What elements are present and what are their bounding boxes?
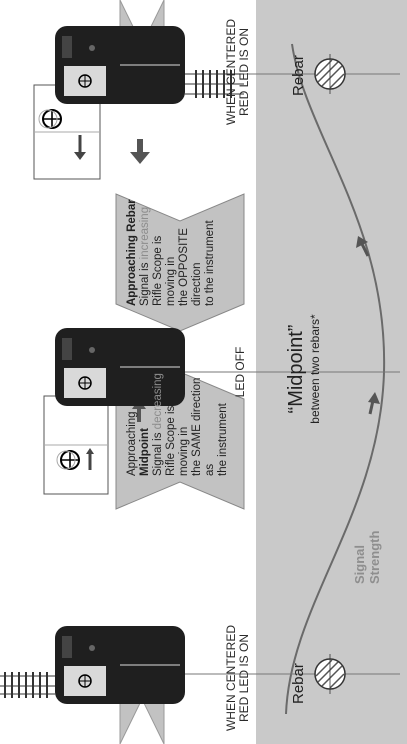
rebar-label-left: Rebar [290, 663, 307, 704]
scope-panel-rebar [33, 84, 101, 180]
tip-text-rebar: Approaching Rebar Signal is increasing R… [126, 196, 217, 306]
midpoint-label: “Midpoint” between two rebars* [285, 294, 322, 444]
tip-arrow-rebar-icon [130, 152, 150, 164]
rebar-label-right: Rebar [290, 55, 307, 96]
midpoint-line2: the SAME direction as [191, 377, 216, 476]
red-led-label-right: WHEN CENTERED RED LED IS ON [224, 12, 251, 132]
midpoint-approaching: Approaching [126, 411, 138, 476]
tip-box-rebar [115, 193, 245, 332]
led-off-label: LED OFF [233, 346, 247, 398]
midpoint-line3: the instrument [217, 403, 229, 476]
rebar-right-icon [314, 54, 346, 94]
rebar-line2: the OPPOSITE direction [178, 228, 203, 306]
tip-text-midpoint: Approaching Midpoint Signal is decreasin… [126, 366, 230, 476]
rebar-line3: to the instrument [204, 220, 216, 306]
midpoint-signal-state: decreasing [152, 373, 164, 430]
midpoint-title: “Midpoint” [285, 324, 307, 414]
rebar-signal-prefix: Signal is [139, 259, 151, 306]
red-led-left-line2: RED LED IS ON [237, 633, 251, 723]
device-left [0, 626, 185, 704]
device-middle [55, 328, 185, 406]
midpoint-line1: Rifle Scope is moving in [165, 405, 190, 476]
rebar-approaching: Approaching Rebar [126, 199, 138, 306]
signal-word: Signal [352, 544, 367, 584]
device-right [55, 26, 244, 104]
midpoint-signal-prefix: Signal is [152, 429, 164, 476]
rebar-left-icon [314, 654, 346, 694]
rebar-signal-state: increasing [139, 206, 151, 260]
midpoint-subtitle: between two rebars* [308, 314, 322, 424]
rebar-line1: Rifle Scope is moving in [152, 235, 177, 306]
signal-strength-label: Signal Strength [352, 531, 382, 584]
curve-arrow-right-head [356, 236, 368, 248]
red-led-label-left: WHEN CENTERED RED LED IS ON [224, 618, 251, 738]
red-led-right-line2: RED LED IS ON [237, 27, 251, 117]
midpoint-target: Midpoint [139, 428, 151, 476]
curve-arrow-left-head [368, 392, 380, 404]
strength-word: Strength [367, 530, 382, 584]
scope-panel-midpoint [43, 395, 109, 495]
